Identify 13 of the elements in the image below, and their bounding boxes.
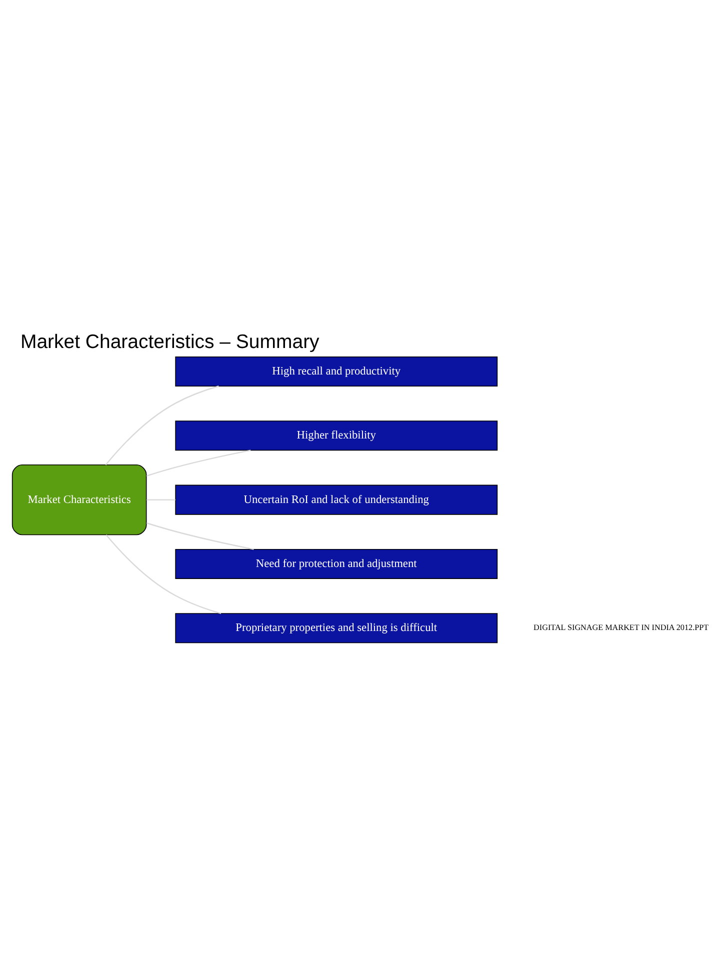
label: DIGITAL SIGNAGE MARKET IN INDIA 2012.PPT: [534, 622, 709, 632]
connector: [146, 522, 254, 550]
diagram-title: Market Characteristics – Summary: [20, 330, 320, 353]
node-box: High recall and productivity: [175, 356, 498, 386]
connector: [106, 534, 222, 614]
connector: [146, 498, 176, 500]
node-box: Uncertain RoI and lack of understanding: [175, 484, 498, 514]
connector: [146, 449, 251, 476]
node-box: Proprietary properties and selling is difficult: [175, 612, 498, 643]
node-box: Higher flexibility: [175, 420, 498, 450]
node-box: Need for protection and adjustment: [175, 548, 498, 578]
node-box: Market Characteristics: [12, 464, 147, 535]
connector: [105, 385, 219, 465]
